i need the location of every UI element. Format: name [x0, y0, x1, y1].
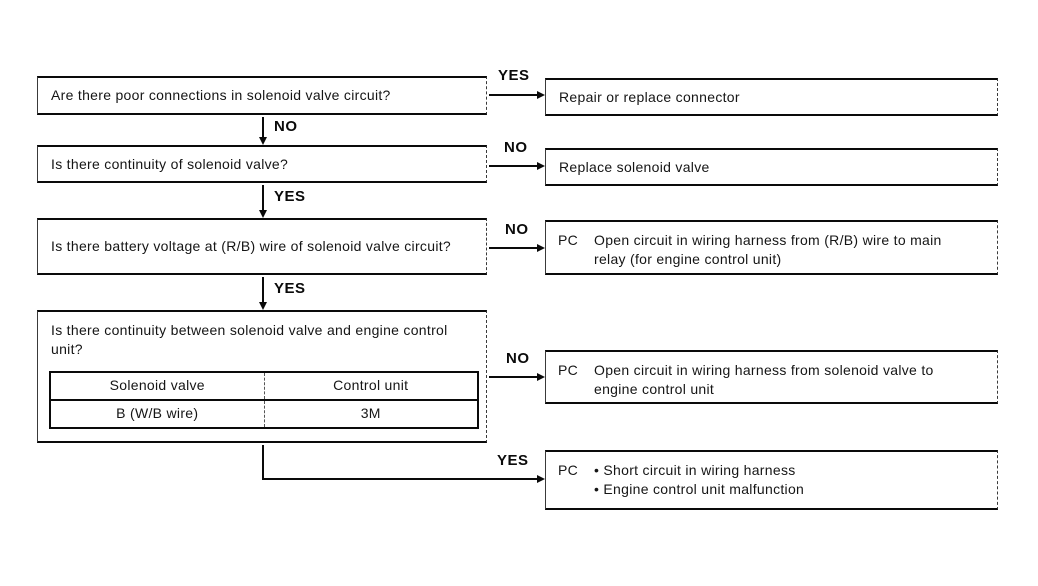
yes-label: YES — [497, 452, 529, 469]
arrowhead-down — [259, 302, 267, 310]
connector-line — [489, 376, 538, 378]
arrowhead-right — [537, 91, 545, 99]
action-text: Open circuit in wiring harness from (R/B… — [594, 232, 942, 267]
continuity-table: Solenoid valve Control unit B (W/B wire)… — [49, 371, 479, 429]
arrowhead-right — [537, 373, 545, 381]
no-label: NO — [505, 221, 529, 238]
arrowhead-down — [259, 210, 267, 218]
no-label: NO — [506, 350, 530, 367]
arrowhead-right — [537, 162, 545, 170]
connector-line — [262, 445, 264, 480]
action-box-replace-solenoid-valve: Replace solenoid valve — [545, 148, 998, 186]
arrowhead-down — [259, 137, 267, 145]
no-label: NO — [274, 118, 298, 135]
connector-line — [489, 94, 538, 96]
connector-line — [262, 185, 264, 212]
action-bullets: • Short circuit in wiring harness • Engi… — [594, 461, 804, 499]
action-text: Repair or replace connector — [559, 88, 740, 105]
arrowhead-right — [537, 244, 545, 252]
connector-line — [489, 247, 538, 249]
connector-line — [262, 478, 538, 480]
table-row: B (W/B wire) 3M — [51, 401, 477, 427]
yes-label: YES — [274, 188, 306, 205]
connector-line — [262, 277, 264, 304]
table-cell-wire: B (W/B wire) — [51, 401, 265, 427]
question-text: Is there continuity between solenoid val… — [51, 322, 448, 357]
yes-label: YES — [498, 67, 530, 84]
connector-line — [262, 117, 264, 139]
question-box-valve-to-ecu-continuity: Is there continuity between solenoid val… — [37, 310, 487, 443]
question-box-solenoid-continuity: Is there continuity of solenoid valve? — [37, 145, 487, 183]
action-bullet: • Engine control unit malfunction — [594, 481, 805, 497]
question-text: Is there battery voltage at (R/B) wire o… — [51, 238, 452, 254]
no-label: NO — [504, 139, 528, 156]
table-header-solenoid-valve: Solenoid valve — [51, 373, 265, 399]
pc-label: PC — [558, 232, 579, 248]
arrowhead-right — [537, 475, 545, 483]
action-box-open-circuit-solenoid-to-ecu: PC Open circuit in wiring harness from s… — [545, 350, 998, 404]
action-box-open-circuit-main-relay: PC Open circuit in wiring harness from (… — [545, 220, 998, 275]
action-bullet: • Short circuit in wiring harness — [594, 462, 796, 478]
action-box-short-circuit-ecu-malfunction: PC • Short circuit in wiring harness • E… — [545, 450, 998, 510]
yes-label: YES — [274, 280, 306, 297]
table-cell-terminal: 3M — [360, 405, 381, 421]
table-header-row: Solenoid valve Control unit — [51, 373, 477, 401]
question-text: Is there continuity of solenoid valve? — [51, 155, 289, 172]
table-header-control-unit: Control unit — [333, 377, 409, 393]
action-text: Open circuit in wiring harness from sole… — [594, 362, 934, 397]
question-box-battery-voltage: Is there battery voltage at (R/B) wire o… — [37, 218, 487, 275]
question-box-poor-connections: Are there poor connections in solenoid v… — [37, 76, 487, 115]
pc-label: PC — [558, 462, 579, 478]
question-text: Are there poor connections in solenoid v… — [51, 87, 391, 103]
pc-label: PC — [558, 362, 579, 378]
action-box-repair-connector: Repair or replace connector — [545, 78, 998, 116]
action-text: Replace solenoid valve — [559, 158, 710, 175]
connector-line — [489, 165, 538, 167]
